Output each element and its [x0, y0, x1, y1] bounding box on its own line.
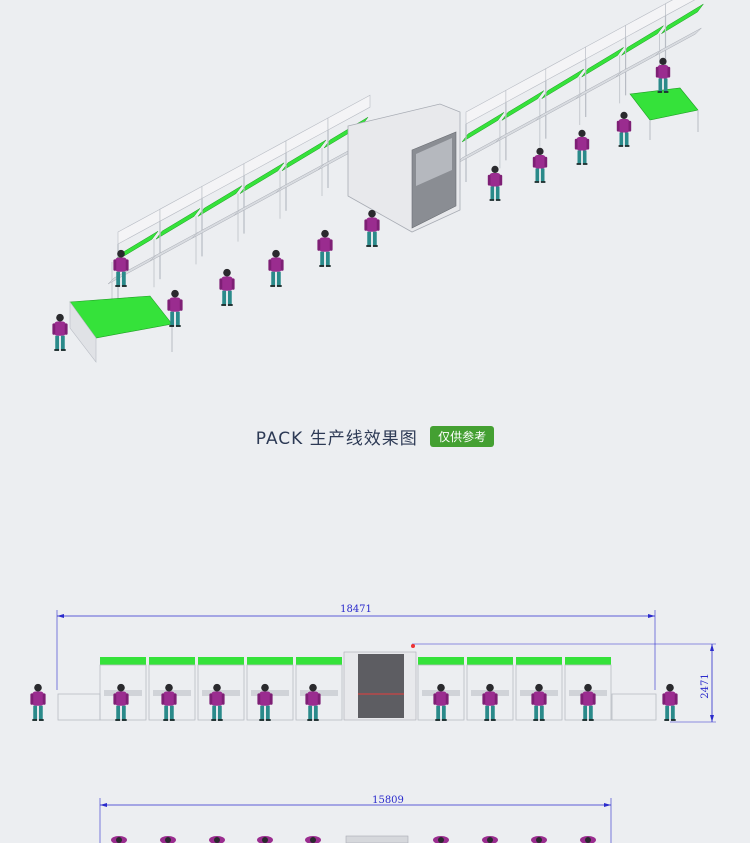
right-buffer-table — [629, 87, 699, 140]
plan-worker-left-3 — [209, 836, 225, 843]
front-length-label: 18471 — [340, 604, 372, 615]
front-elevation-view: 18471 2471 — [30, 604, 716, 723]
worker-right-5 — [655, 57, 671, 93]
reference-badge: 仅供参考 — [430, 426, 495, 447]
left-line-station-2 — [149, 185, 203, 288]
right-line-station-3 — [535, 46, 587, 147]
plan-worker-left-1 — [111, 836, 127, 843]
front-dimension-height: 2471 — [412, 643, 716, 723]
worker-left-5 — [317, 229, 333, 267]
worker-left-4 — [268, 249, 284, 287]
worker-left-7 — [113, 249, 129, 287]
plan-worker-right-4 — [580, 836, 596, 843]
front-dimension-length: 18471 — [56, 604, 656, 690]
plan-view: 15809 — [99, 795, 612, 843]
front-worker-left-4 — [257, 683, 273, 721]
front-worker-end-right — [662, 683, 678, 721]
plan-worker-right-1 — [433, 836, 449, 843]
left-line-station-5 — [275, 117, 329, 219]
front-worker-left-1 — [113, 683, 129, 721]
plan-worker-right-2 — [482, 836, 498, 843]
worker-left-6 — [364, 209, 380, 247]
plan-worker-left-4 — [257, 836, 273, 843]
front-worker-right-1 — [433, 683, 449, 721]
plan-length-label: 15809 — [372, 795, 404, 806]
front-height-label: 2471 — [700, 673, 711, 698]
front-worker-right-2 — [482, 683, 498, 721]
left-buffer-table — [69, 295, 173, 363]
worker-right-3 — [574, 129, 590, 165]
isometric-line-view — [52, 0, 704, 363]
right-line-station-6 — [655, 0, 704, 82]
plan-worker-right-3 — [531, 836, 547, 843]
front-worker-right-3 — [531, 683, 547, 721]
worker-right-1 — [487, 165, 503, 201]
plan-worker-left-2 — [160, 836, 176, 843]
front-worker-left-3 — [209, 683, 225, 721]
front-worker-left-5 — [305, 683, 321, 721]
caption: PACK 生产线效果图 仅供参考 — [0, 424, 750, 449]
right-line-station-2 — [495, 68, 547, 169]
front-left-bay-4 — [246, 657, 294, 721]
front-worker-right-4 — [580, 683, 596, 721]
front-right-table — [611, 693, 657, 721]
front-machine — [343, 644, 417, 721]
left-line-station-4 — [233, 140, 287, 242]
plan-dimension-length: 15809 — [99, 795, 612, 843]
worker-left-3 — [219, 268, 235, 306]
right-line-station-4 — [575, 24, 626, 126]
worker-left-2 — [167, 289, 183, 327]
front-worker-left-2 — [161, 683, 177, 721]
front-worker-end-left — [30, 683, 46, 721]
caption-title: PACK 生产线效果图 — [255, 429, 418, 449]
front-left-bay-5 — [295, 657, 343, 721]
right-line-station-5 — [615, 3, 666, 104]
front-left-table — [57, 693, 101, 721]
plan-worker-left-5 — [305, 836, 321, 843]
worker-right-2 — [532, 147, 548, 183]
plan-machine — [345, 835, 409, 843]
worker-left-1 — [52, 313, 68, 351]
worker-right-4 — [616, 111, 632, 147]
central-test-machine — [347, 103, 461, 233]
